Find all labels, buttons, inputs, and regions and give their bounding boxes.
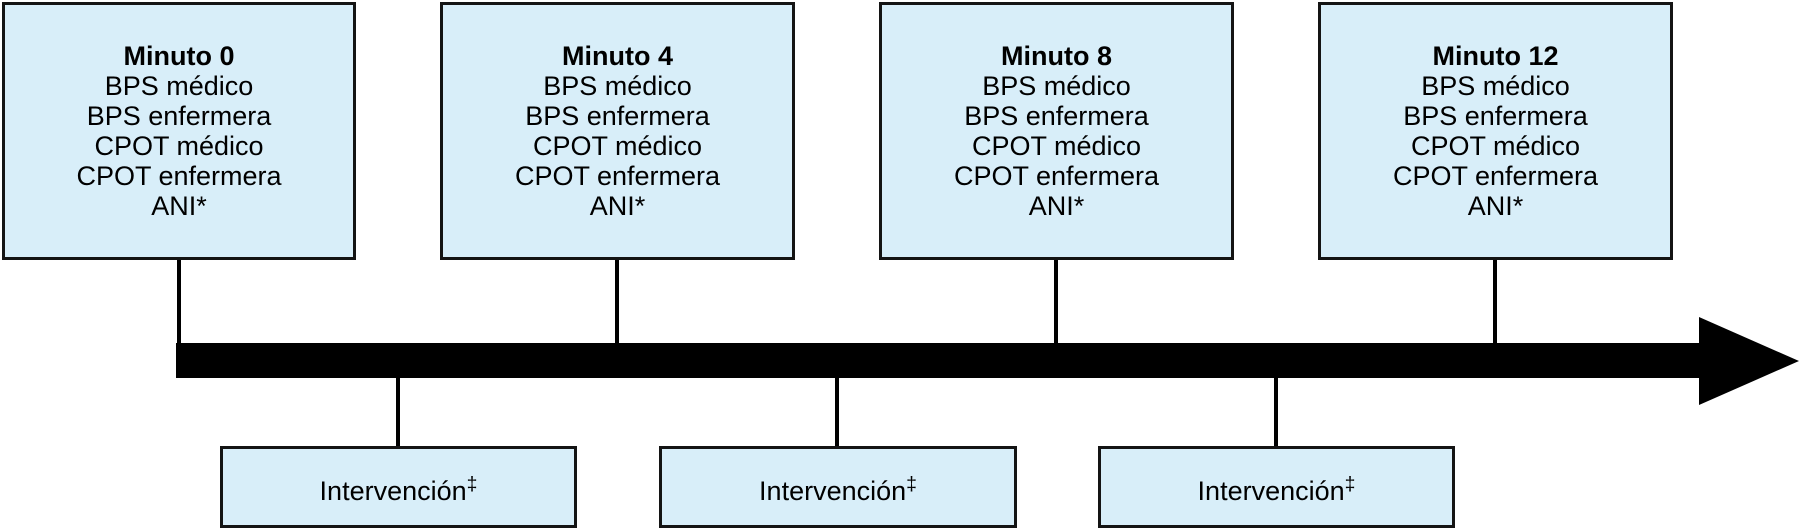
assessment-item: CPOT médico — [1410, 131, 1581, 161]
assessment-item: ANI* — [589, 191, 646, 221]
timeline-arrow-shaft — [176, 343, 1700, 378]
assessment-box-minute-0: Minuto 0 BPS médico BPS enfermera CPOT m… — [2, 2, 356, 260]
connector-line — [1274, 378, 1278, 446]
assessment-box-title: Minuto 12 — [1432, 41, 1559, 71]
assessment-item: CPOT enfermera — [514, 161, 721, 191]
assessment-item: CPOT médico — [94, 131, 264, 161]
assessment-box-title: Minuto 0 — [123, 41, 235, 71]
connector-line — [396, 378, 400, 446]
assessment-box-title: Minuto 4 — [562, 41, 673, 71]
intervention-label: Intervención‡ — [759, 469, 917, 506]
assessment-item: ANI* — [1028, 191, 1085, 221]
assessment-box-title: Minuto 8 — [1001, 41, 1112, 71]
intervention-label-text: Intervención — [759, 475, 907, 506]
assessment-box-minute-4: Minuto 4 BPS médico BPS enfermera CPOT m… — [440, 2, 795, 260]
intervention-box: Intervención‡ — [659, 446, 1017, 528]
assessment-item: CPOT médico — [532, 131, 703, 161]
connector-line — [1054, 260, 1058, 343]
assessment-box-minute-12: Minuto 12 BPS médico BPS enfermera CPOT … — [1318, 2, 1673, 260]
assessment-item: BPS enfermera — [86, 101, 272, 131]
assessment-item: CPOT médico — [971, 131, 1142, 161]
right-arrowhead-icon — [1699, 317, 1799, 405]
connector-line — [615, 260, 619, 343]
connector-line — [835, 378, 839, 446]
assessment-item: ANI* — [1467, 191, 1524, 221]
assessment-box-minute-8: Minuto 8 BPS médico BPS enfermera CPOT m… — [879, 2, 1234, 260]
intervention-box: Intervención‡ — [1098, 446, 1455, 528]
intervention-label: Intervención‡ — [320, 469, 478, 506]
assessment-item: BPS enfermera — [964, 101, 1149, 131]
assessment-item: BPS médico — [104, 71, 254, 101]
intervention-box: Intervención‡ — [220, 446, 577, 528]
intervention-superscript: ‡ — [1344, 472, 1356, 495]
intervention-label-text: Intervención — [1197, 475, 1345, 506]
assessment-item: CPOT enfermera — [76, 161, 282, 191]
intervention-label-text: Intervención — [319, 475, 467, 506]
assessment-item: CPOT enfermera — [1392, 161, 1599, 191]
assessment-item: BPS enfermera — [1403, 101, 1588, 131]
assessment-item: BPS médico — [982, 71, 1131, 101]
intervention-superscript: ‡ — [466, 472, 478, 495]
assessment-item: BPS médico — [1421, 71, 1570, 101]
assessment-item: CPOT enfermera — [953, 161, 1160, 191]
assessment-item: ANI* — [151, 191, 207, 221]
assessment-item: BPS enfermera — [525, 101, 710, 131]
intervention-superscript: ‡ — [906, 472, 917, 495]
intervention-label: Intervención‡ — [1198, 469, 1356, 506]
assessment-item: BPS médico — [543, 71, 692, 101]
connector-line — [1493, 260, 1497, 343]
connector-line — [177, 260, 181, 343]
